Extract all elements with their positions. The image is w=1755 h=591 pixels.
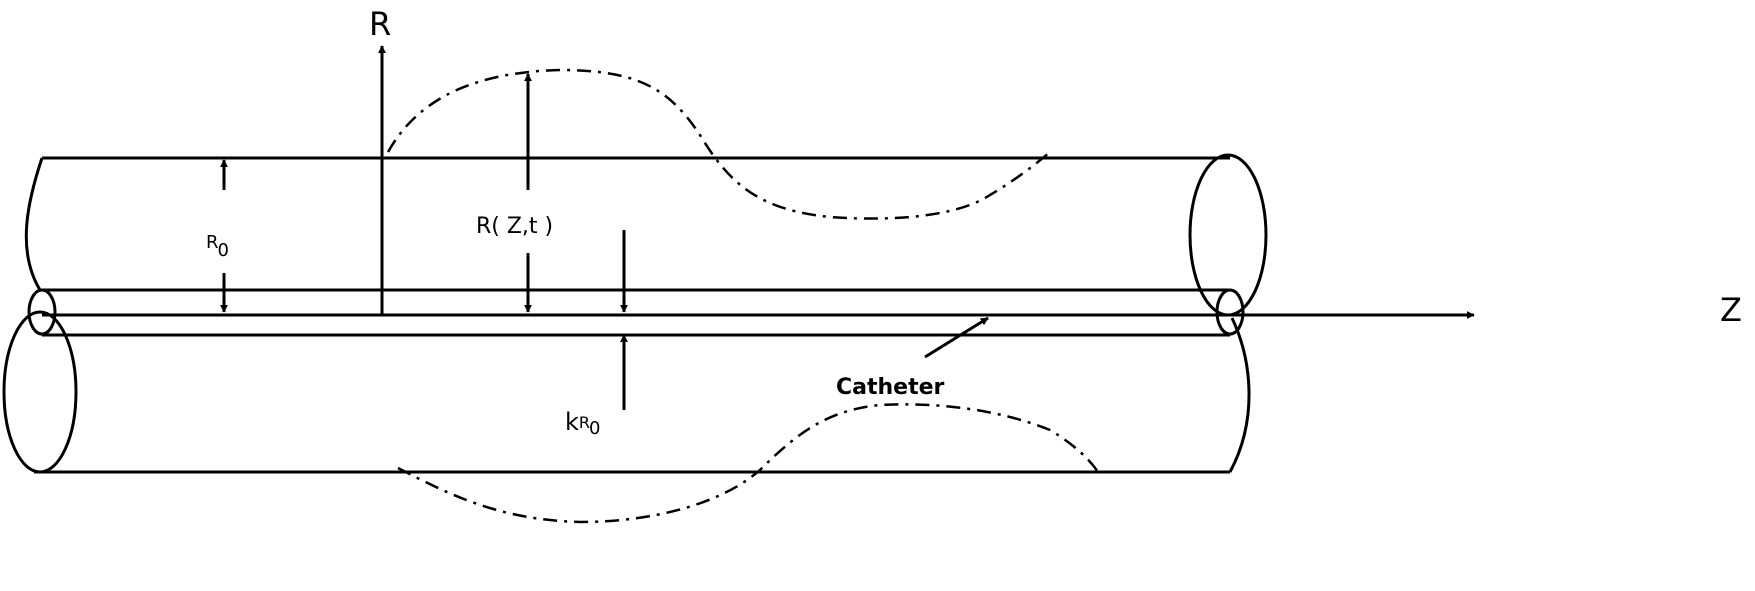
left-break-edge: [24, 157, 44, 291]
catheter-right-ellipse: [1215, 288, 1245, 336]
catheter-label: Catheter: [836, 375, 945, 400]
catheter-left-ellipse: [27, 288, 57, 336]
r0-label-main: R: [206, 232, 219, 253]
rzt-label: R( Z,t ): [476, 214, 554, 239]
lower-wall-profile: [397, 403, 1100, 524]
r-axis-label: R: [369, 5, 392, 43]
r0-label-sub: 0: [217, 240, 229, 261]
outer-tube-left-ellipse: [2, 310, 78, 474]
kr0-label-r: R: [578, 413, 591, 432]
upper-wall-profile: [386, 68, 1051, 220]
z-axis-label: Z: [1720, 291, 1742, 329]
kr0-label: kR0: [565, 408, 600, 438]
catheter-pointer-arrow: [924, 316, 989, 359]
kr0-label-sub: 0: [589, 418, 601, 439]
r0-label: R0: [206, 232, 229, 260]
right-break-edge: [1228, 317, 1251, 473]
kr0-label-k: k: [565, 408, 579, 436]
